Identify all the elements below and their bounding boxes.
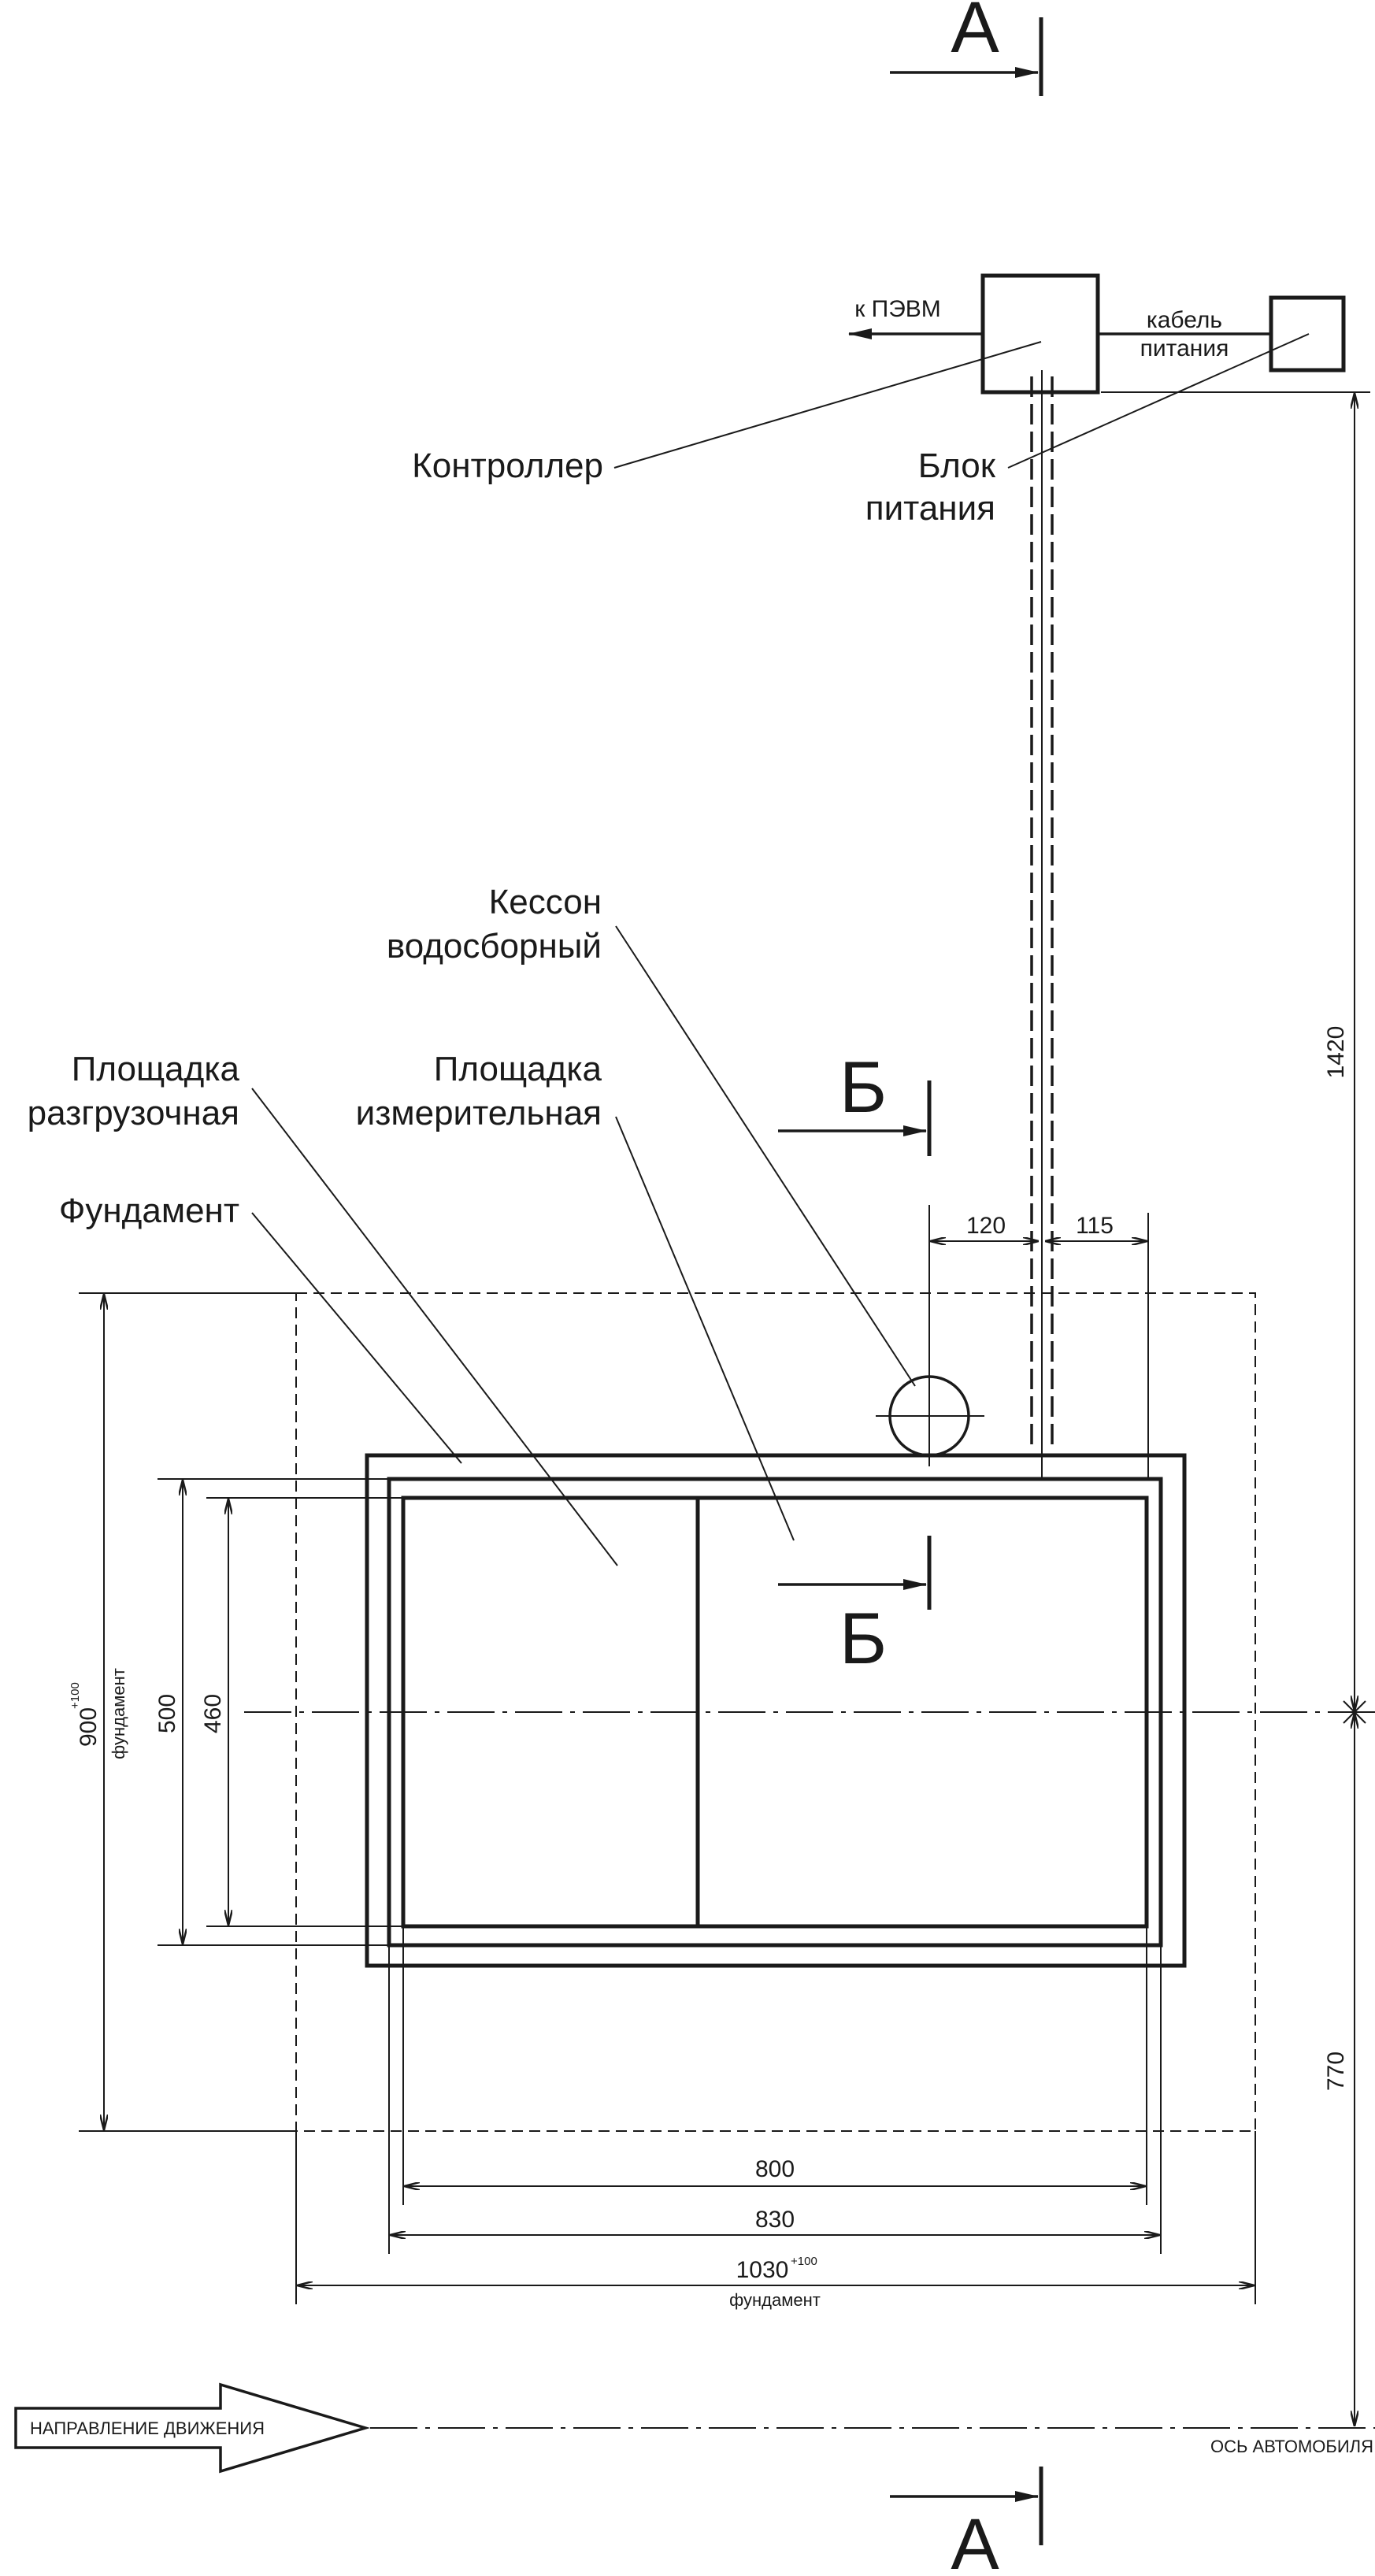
section-b-lower-label: Б (839, 1599, 887, 1679)
caisson-label-1: Кессон (489, 883, 602, 921)
dim-1420-770: 1420 770 (1101, 391, 1370, 2426)
unload-platform-label-2: разгрузочная (28, 1094, 239, 1132)
section-b-upper-label: Б (839, 1047, 887, 1128)
dim-500-text: 500 (154, 1694, 180, 1733)
foundation-label: Фундамент (59, 1192, 239, 1230)
controller-label: Контроллер (412, 447, 603, 485)
section-b-lower-marker: Б (778, 1536, 932, 1679)
section-a-bottom-label: А (951, 2504, 999, 2576)
outer-frame (365, 1453, 1187, 1968)
power-unit-label-2: питания (865, 489, 995, 528)
dim-120-115: 120 115 (931, 1213, 1149, 1481)
dim-800-text: 800 (755, 2156, 795, 2182)
power-unit-leader (1007, 333, 1310, 469)
dim-830-text: 830 (755, 2207, 795, 2233)
vehicle-axis-label: ОСЬ АВТОМОБИЛЯ (1210, 2437, 1373, 2456)
caisson-label-2: водосборный (387, 927, 602, 966)
foundation-outline (295, 1292, 1256, 2132)
dim-1030-tolerance: +100 (791, 2255, 817, 2268)
dim-900-text: 900 (76, 1707, 102, 1747)
section-a-top-marker: А (890, 0, 1043, 96)
power-unit-label-1: Блок (918, 447, 996, 485)
power-cable-label-2: питания (1140, 335, 1229, 361)
section-a-top-label: А (951, 0, 999, 68)
dim-1030-note: фундамент (729, 2290, 821, 2310)
section-a-bottom-marker: А (890, 2467, 1043, 2576)
controller-leader (613, 341, 1042, 469)
controller-box (980, 273, 1100, 395)
caisson-leader (615, 925, 916, 1387)
dim-115-text: 115 (1076, 1213, 1114, 1239)
dim-900-note: фундамент (109, 1668, 128, 1759)
unload-platform-leader (251, 1088, 618, 1566)
section-b-upper-marker: Б (778, 1047, 932, 1156)
dim-770-text: 770 (1323, 2052, 1349, 2091)
to-pc-label: к ПЭВМ (854, 296, 941, 322)
measure-platform-label-1: Площадка (434, 1050, 602, 1088)
dim-900-tolerance: +100 (69, 1682, 82, 1709)
dim-900: 900 +100 фундамент (69, 1292, 296, 2132)
foundation-leader (251, 1212, 462, 1464)
measure-platform-leader (615, 1116, 795, 1541)
measure-platform-label-2: измерительная (356, 1094, 602, 1132)
dim-120-text: 120 (966, 1213, 1006, 1239)
unload-platform-label-1: Площадка (72, 1050, 240, 1088)
dim-460-text: 460 (200, 1694, 226, 1733)
dim-1420-text: 1420 (1323, 1026, 1349, 1079)
dim-1030-text: 1030 (736, 2257, 789, 2283)
cable-conduit (1030, 370, 1054, 1479)
dim-800-830-1030: 800 830 1030 +100 фундамент (295, 1926, 1256, 2310)
direction-label: НАПРАВЛЕНИЕ ДВИЖЕНИЯ (30, 2418, 265, 2438)
power-cable-label-1: кабель (1147, 307, 1222, 333)
direction-arrow: НАПРАВЛЕНИЕ ДВИЖЕНИЯ (14, 2382, 371, 2474)
dim-500-460: 500 460 (154, 1478, 403, 1946)
